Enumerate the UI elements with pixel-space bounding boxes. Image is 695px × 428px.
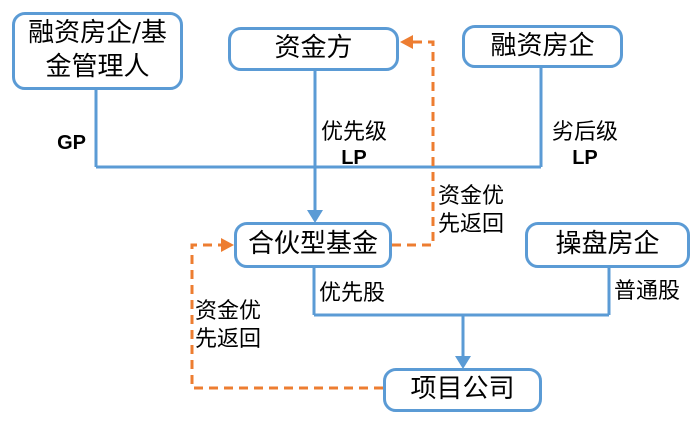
node-fund: 合伙型基金	[234, 222, 392, 268]
arrowhead-into-project	[455, 356, 471, 369]
node-financing-gp: 融资房企/基 金管理人	[12, 12, 183, 90]
arrowhead-into-fund-left	[221, 238, 234, 252]
node-capital: 资金方	[228, 27, 399, 71]
edge-label-return-left: 资金优 先返回	[195, 299, 262, 352]
edge-label-senior-cjk: 优先级	[320, 119, 387, 145]
arrowhead-into-fund-top	[307, 210, 323, 223]
node-financing-lp: 融资房企	[462, 25, 623, 68]
node-project: 项目公司	[383, 368, 542, 412]
edge-label-junior-lp: 劣后级 LP	[548, 91, 622, 199]
edge-label-junior-cjk: 劣后级	[551, 119, 618, 145]
edge-return-left-dashed	[190, 243, 383, 390]
edge-label-junior-latin: LP	[572, 147, 598, 169]
edge-label-senior-lp: 优先级 LP	[317, 91, 391, 199]
arrowhead-into-capital	[400, 35, 413, 49]
edge-label-common-stock: 普通股	[614, 279, 681, 304]
edge-label-return-right: 资金优 先返回	[438, 184, 505, 237]
edge-label-preferred-stock: 优先股	[319, 281, 386, 306]
edge-label-gp-text: GP	[57, 131, 86, 154]
edge-label-senior-latin: LP	[341, 147, 367, 169]
node-operator: 操盘房企	[525, 222, 690, 268]
edge-label-gp: GP	[44, 103, 86, 183]
edge-return-right-dashed	[392, 40, 435, 247]
